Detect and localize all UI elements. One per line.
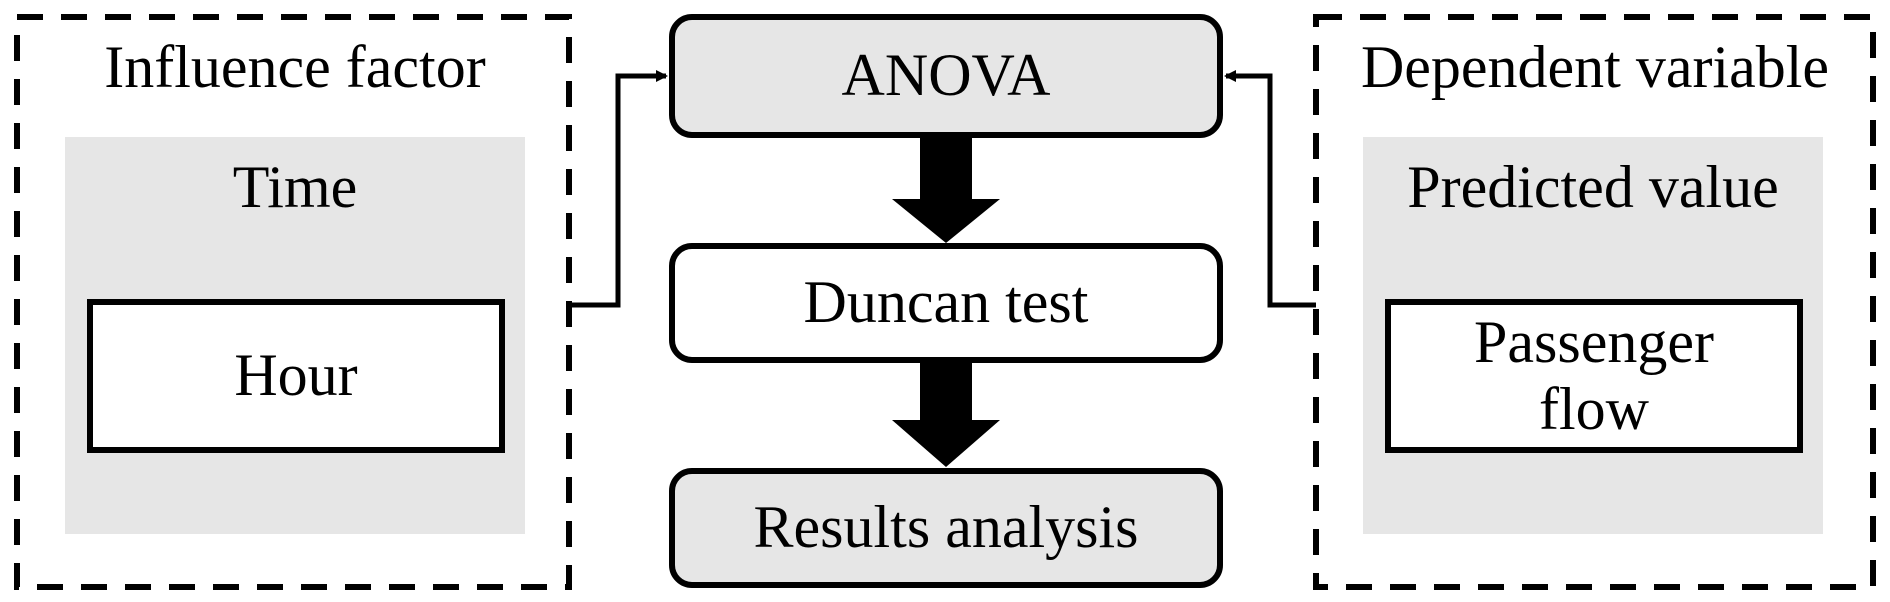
down-arrow-1	[892, 138, 1000, 243]
duncan-test-label: Duncan test	[803, 269, 1089, 336]
left-group-title: Time	[232, 154, 358, 221]
right-group-title: Predicted value	[1407, 154, 1779, 221]
down-arrow-2	[892, 363, 1000, 467]
passenger-flow-label: Passenger flow	[1474, 308, 1714, 442]
hour-box	[87, 299, 505, 453]
left-panel-title: Influence factor	[104, 34, 486, 101]
results-analysis-box	[669, 468, 1223, 588]
right-connector-arrow	[1224, 70, 1316, 308]
anova-label: ANOVA	[841, 42, 1051, 109]
duncan-test-box	[669, 243, 1223, 363]
passenger-flow-box	[1385, 299, 1803, 453]
left-panel-frame	[14, 14, 572, 590]
anova-box	[669, 14, 1223, 138]
left-connector-arrow	[571, 70, 668, 308]
hour-label: Hour	[234, 342, 358, 409]
right-panel-title: Dependent variable	[1360, 34, 1830, 101]
right-panel-frame	[1313, 14, 1876, 590]
results-analysis-label: Results analysis	[753, 494, 1139, 561]
